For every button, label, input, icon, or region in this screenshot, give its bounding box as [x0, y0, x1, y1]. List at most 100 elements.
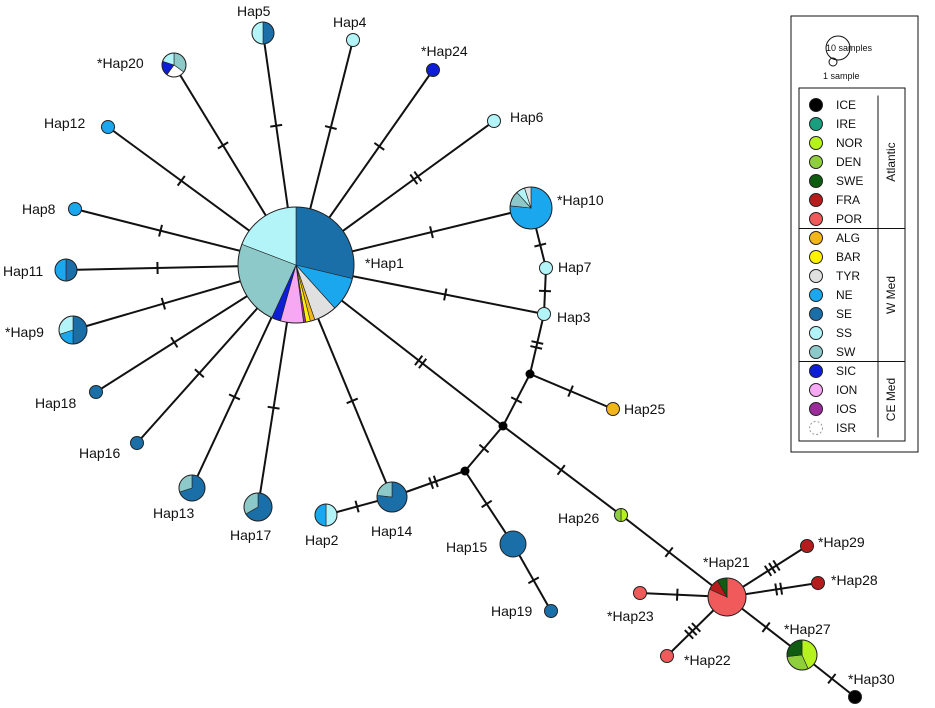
haplotype-node — [707, 577, 747, 617]
haplotype-label: *Hap9 — [5, 324, 44, 340]
haplotype-slice — [539, 261, 553, 275]
mutation-tick — [324, 125, 337, 130]
mutation-tick — [373, 142, 385, 151]
haplotype-label: Hap15 — [446, 539, 487, 555]
mutation-tick — [414, 355, 424, 366]
haplotype-label: Hap5 — [237, 3, 271, 19]
haplotype-label: Hap25 — [624, 401, 665, 417]
haplotype-node — [54, 258, 78, 282]
legend-swatch — [809, 98, 823, 112]
haplotype-node — [101, 120, 115, 134]
median-vector — [460, 466, 470, 476]
haplotype-slice — [811, 576, 825, 590]
haplotype-slice — [848, 690, 862, 704]
haplotype-node — [800, 539, 814, 553]
haplotype-outline — [376, 481, 408, 513]
legend-swatch — [809, 421, 823, 435]
haplotype-node — [499, 530, 527, 558]
legend-swatch — [809, 155, 823, 169]
haplotype-outline — [314, 503, 338, 527]
haplotype-node — [537, 307, 551, 321]
legend-swatch — [809, 364, 823, 378]
legend-swatch — [809, 193, 823, 207]
legend-label: BAR — [836, 250, 861, 264]
median-vector — [525, 369, 535, 379]
legend-label: SE — [836, 307, 852, 321]
haplotype-label: Hap2 — [305, 532, 339, 548]
haplotype-outline — [614, 508, 628, 522]
legend-label: ALG — [836, 231, 860, 245]
haplotype-slice — [130, 436, 144, 450]
haplotype-label: *Hap20 — [97, 55, 144, 71]
mutation-tick — [779, 582, 784, 595]
mutation-tick — [354, 500, 360, 513]
legend-label: SS — [836, 326, 852, 340]
haplotype-slice — [72, 315, 88, 345]
mutation-tick — [531, 340, 544, 345]
haplotype-node — [660, 649, 674, 663]
legend-label: NE — [836, 288, 853, 302]
haplotype-outline — [243, 492, 273, 522]
haplotype-slice — [499, 530, 527, 558]
legend: 10 samples 1 sample ICEIRENORDENSWEFRAPO… — [790, 15, 919, 453]
mutation-tick — [217, 141, 229, 150]
mutation-tick — [763, 565, 773, 577]
mutation-tick — [228, 393, 241, 401]
size-key-small-circle — [828, 57, 838, 67]
haplotype-label: Hap7 — [558, 259, 592, 275]
legend-label: ION — [836, 383, 857, 397]
network-edge — [620, 514, 728, 598]
legend-swatch — [809, 231, 823, 245]
haplotype-node — [68, 202, 82, 216]
mutation-tick — [481, 499, 493, 509]
mutation-tick — [418, 358, 428, 369]
haplotype-slice — [544, 604, 558, 618]
legend-label: ICE — [836, 98, 856, 112]
haplotype-label: Hap26 — [558, 510, 599, 526]
mutation-tick — [176, 175, 186, 187]
median-vector — [498, 421, 508, 431]
haplotype-outline — [251, 21, 275, 45]
legend-swatch — [809, 136, 823, 150]
haplotype-outline — [509, 186, 553, 230]
haplotype-node — [161, 52, 187, 78]
haplotype-outline — [178, 474, 206, 502]
haplotype-node — [786, 639, 818, 671]
mutation-tick — [556, 464, 566, 476]
haplotype-node — [614, 508, 628, 522]
haplotype-node — [487, 114, 501, 128]
haplotype-label: *Hap23 — [607, 608, 654, 624]
legend-label: NOR — [836, 136, 863, 150]
legend-label: IRE — [836, 117, 856, 131]
size-key-small-label: 1 sample — [823, 71, 860, 81]
mutation-tick — [538, 289, 552, 293]
haplotype-outline — [58, 315, 88, 345]
haplotype-label: Hap19 — [491, 603, 532, 619]
legend-swatch — [809, 250, 823, 264]
mutation-tick — [761, 621, 771, 633]
mutation-tick — [170, 336, 179, 348]
legend-label: DEN — [836, 155, 861, 169]
mutation-tick — [772, 559, 781, 572]
mutation-tick — [432, 475, 439, 488]
haplotype-label: *Hap28 — [831, 572, 878, 588]
legend-group-label: W Med — [884, 276, 898, 314]
haplotype-node — [633, 586, 647, 600]
legend-population-box — [798, 87, 906, 442]
mutation-tick — [691, 622, 702, 633]
haplotype-node — [178, 474, 206, 502]
haplotype-node — [426, 63, 440, 77]
haplotype-node — [539, 261, 553, 275]
haplotype-slice — [101, 120, 115, 134]
haplotype-label: *Hap30 — [848, 671, 895, 687]
mutation-tick — [158, 224, 163, 237]
mutation-tick — [534, 242, 547, 248]
haplotype-slice — [487, 114, 501, 128]
legend-label: TYR — [836, 269, 860, 283]
mutation-tick — [413, 170, 423, 182]
mutation-tick — [428, 477, 435, 490]
legend-group-label: CE Med — [884, 378, 898, 421]
legend-label: SIC — [836, 364, 856, 378]
mutation-tick — [567, 385, 574, 398]
legend-label: ISR — [836, 421, 856, 435]
